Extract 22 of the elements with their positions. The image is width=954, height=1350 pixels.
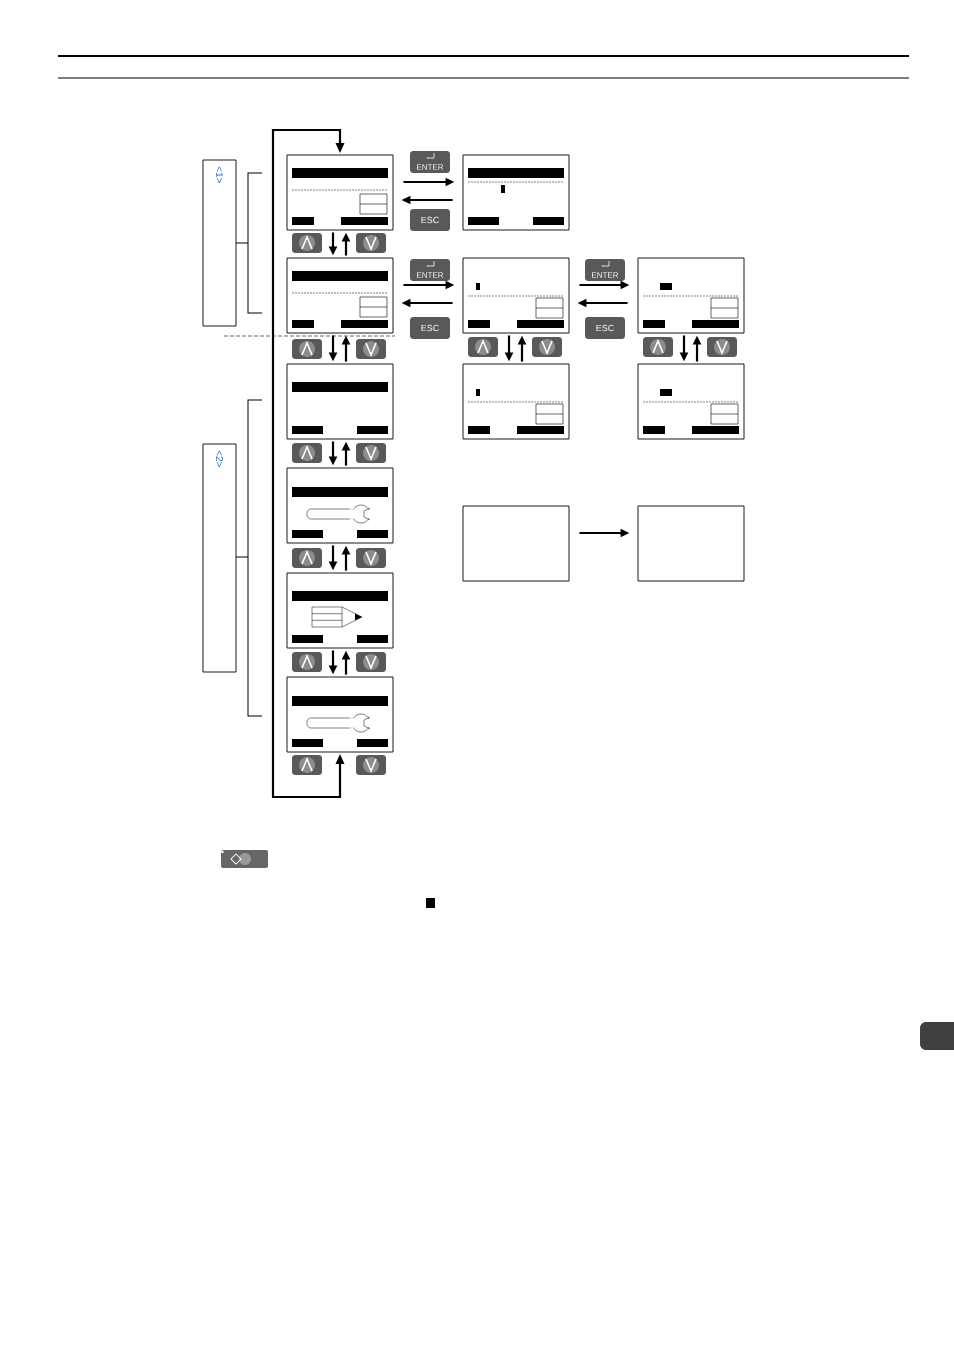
- side-panel: <2>: [202, 443, 237, 673]
- esc-key: ESC: [410, 317, 450, 339]
- lcd-screen: [637, 363, 745, 440]
- lcd-screen: [286, 257, 394, 334]
- side-panel: <1>: [202, 159, 237, 327]
- lcd-screen: [462, 257, 570, 334]
- loop-arrow: [271, 128, 345, 799]
- enter-key: ENTER: [410, 151, 450, 173]
- lcd-screen: [286, 467, 394, 544]
- lcd-screen: [637, 257, 745, 334]
- esc-key: ESC: [410, 209, 450, 231]
- lcd-screen: [286, 572, 394, 649]
- esc-key: ESC: [585, 317, 625, 339]
- lcd-screen: [462, 363, 570, 440]
- lcd-screen: [462, 505, 570, 582]
- lcd-screen: [286, 676, 394, 753]
- lcd-screen: [286, 154, 394, 231]
- enter-key: ENTER: [585, 259, 625, 281]
- lcd-screen: [462, 154, 570, 231]
- lcd-screen: [286, 363, 394, 440]
- lcd-screen: [637, 505, 745, 582]
- enter-key: ENTER: [410, 259, 450, 281]
